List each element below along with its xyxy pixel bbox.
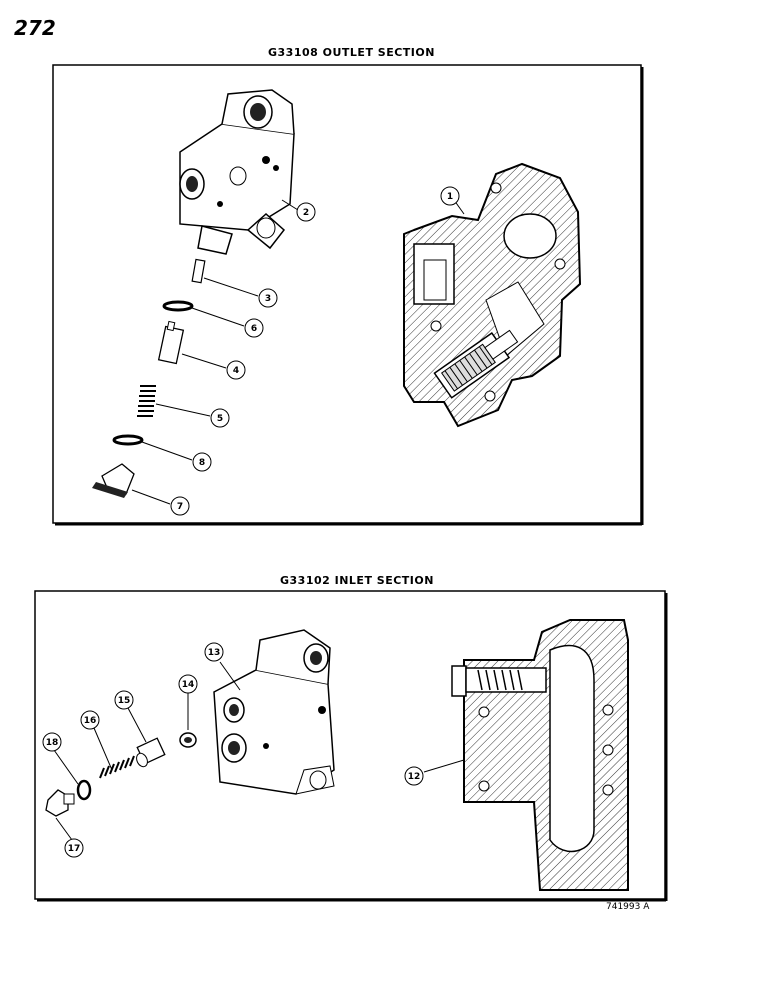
outlet-section-title: G33108 OUTLET SECTION: [268, 46, 435, 59]
callout-6: 6: [244, 318, 264, 338]
svg-text:1: 1: [447, 192, 453, 202]
outlet-spool-part: [157, 320, 185, 365]
svg-text:2: 2: [303, 208, 309, 218]
callout-1: 1: [440, 186, 460, 206]
outlet-cap-part: [92, 463, 135, 498]
callout-4: 4: [226, 360, 246, 380]
outlet-plug-part: [191, 258, 206, 284]
inlet-valve-body: [213, 629, 335, 795]
outlet-section-panel: 1 2 3 4 5 6 7 8: [52, 64, 646, 528]
svg-text:3: 3: [265, 294, 271, 304]
inlet-spool-part: [136, 737, 166, 768]
svg-text:15: 15: [118, 696, 131, 706]
callout-17: 17: [64, 838, 84, 858]
svg-text:8: 8: [199, 458, 205, 468]
outlet-cutaway-view: [403, 162, 582, 428]
svg-text:5: 5: [217, 414, 223, 424]
inlet-cutaway-view: [451, 619, 629, 891]
callout-7: 7: [170, 496, 190, 516]
callout-14: 14: [178, 674, 198, 694]
svg-text:13: 13: [208, 648, 221, 658]
svg-text:4: 4: [233, 366, 239, 376]
callout-18: 18: [42, 732, 62, 752]
outlet-spring-part: [137, 385, 156, 417]
callout-16: 16: [80, 710, 100, 730]
outlet-o-ring-8: [112, 434, 144, 446]
callout-8: 8: [192, 452, 212, 472]
svg-text:6: 6: [251, 324, 257, 334]
outlet-valve-body: [179, 89, 295, 255]
outlet-o-ring-6: [162, 300, 194, 312]
svg-text:17: 17: [68, 844, 81, 854]
svg-text:12: 12: [408, 772, 421, 782]
callout-13: 13: [204, 642, 224, 662]
callout-5: 5: [210, 408, 230, 428]
inlet-plug-part: [45, 789, 75, 817]
inlet-section-panel: 12 13 14 15 16 17 18: [34, 590, 670, 904]
callout-15: 15: [114, 690, 134, 710]
svg-text:18: 18: [46, 738, 59, 748]
inlet-section-title: G33102 INLET SECTION: [280, 574, 434, 587]
callout-3: 3: [258, 288, 278, 308]
svg-text:7: 7: [177, 502, 183, 512]
inlet-o-ring-18: [76, 779, 92, 801]
svg-text:16: 16: [84, 716, 97, 726]
callout-2: 2: [296, 202, 316, 222]
page-number: 272: [14, 16, 56, 40]
inlet-spring-part: [99, 755, 135, 779]
callout-12: 12: [404, 766, 424, 786]
inlet-seat-part: [179, 732, 197, 748]
svg-text:14: 14: [182, 680, 195, 690]
figure-code: 741993 A: [606, 902, 650, 912]
